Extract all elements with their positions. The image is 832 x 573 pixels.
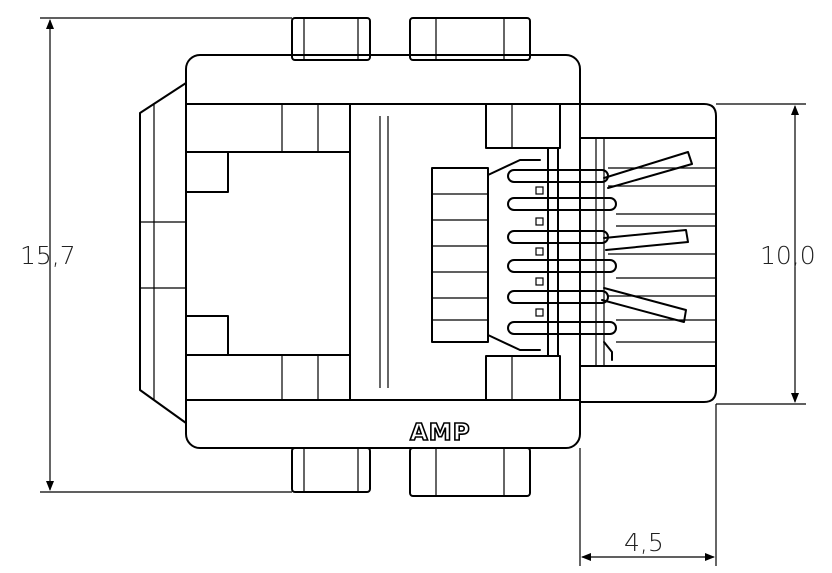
dimension-rear-depth: 4,5 bbox=[579, 404, 717, 566]
contact-block bbox=[431, 103, 561, 401]
contact-pins bbox=[507, 169, 617, 335]
amp-logo-text: AMP bbox=[410, 420, 471, 446]
amp-logo-icon: AMP bbox=[409, 419, 471, 447]
dimension-overall-height: 15,7 bbox=[20, 17, 292, 493]
dimension-label-rear-height: 10,0 bbox=[760, 241, 816, 270]
wire-lines bbox=[608, 167, 716, 343]
front-bevel bbox=[139, 82, 187, 424]
top-latch-tabs bbox=[291, 17, 531, 61]
rear-cable-section bbox=[579, 103, 717, 403]
dimension-label-overall-height: 15,7 bbox=[20, 241, 76, 270]
dimension-label-rear-depth: 4,5 bbox=[624, 528, 664, 557]
dimension-rear-height: 10,0 bbox=[716, 103, 816, 405]
main-housing bbox=[185, 54, 581, 449]
bottom-latch-tabs bbox=[291, 447, 531, 497]
